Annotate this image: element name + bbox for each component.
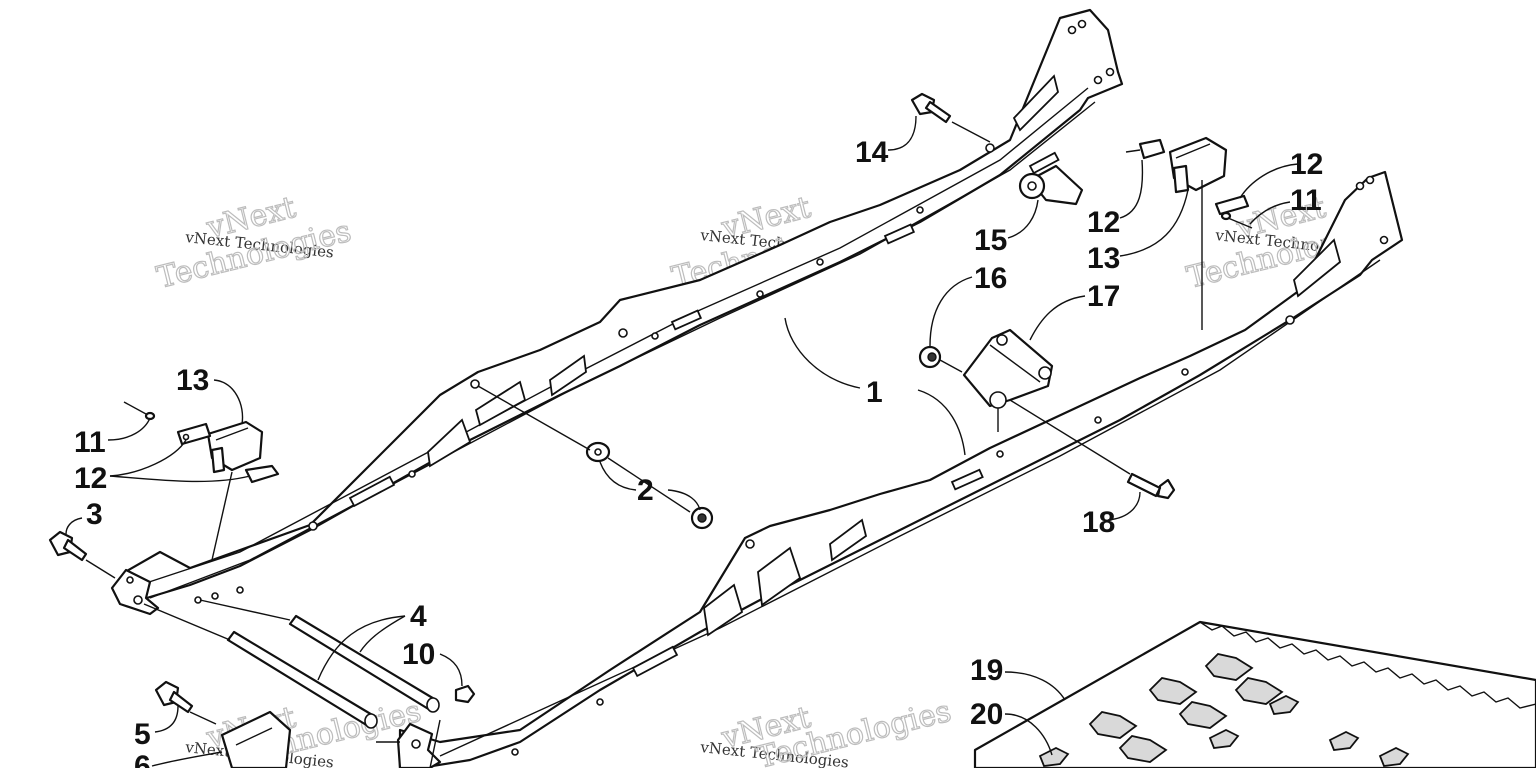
callout-6: 6 (134, 750, 151, 768)
callout-11-left: 11 (74, 426, 106, 459)
callout-5: 5 (134, 718, 151, 751)
cross-shaft-lower (226, 630, 378, 729)
pin-11b (1220, 211, 1253, 229)
callout-17: 17 (1087, 280, 1120, 313)
rail-end-cap-right (396, 722, 442, 768)
leader-lines (65, 115, 1299, 768)
washer-2a (585, 441, 611, 463)
clip-12a-lower (244, 464, 280, 484)
bolt-18 (1126, 472, 1176, 500)
clip-12a-upper (176, 422, 212, 446)
bumper-6 (220, 710, 292, 768)
callout-numbers: 1 2 3 4 5 6 10 11 12 13 14 15 16 17 18 1… (74, 136, 1323, 768)
callout-16: 16 (974, 262, 1007, 295)
callout-1: 1 (866, 376, 883, 409)
callout-18: 18 (1082, 506, 1115, 539)
cross-shaft-upper (288, 614, 440, 713)
spacer-15 (1018, 164, 1084, 206)
link-arm-17 (962, 328, 1054, 409)
callout-19: 19 (970, 654, 1003, 687)
callout-14: 14 (855, 136, 889, 169)
watermark-bottom-left: vNext vNext Technologies Technologies (184, 693, 426, 768)
callout-13-left: 13 (176, 364, 209, 397)
bolt-14 (910, 92, 952, 124)
bolt-5 (154, 680, 194, 714)
rail-upper (123, 8, 1124, 602)
bolt-3 (48, 530, 88, 562)
slider-clip-13b (1168, 136, 1228, 194)
nut-10 (454, 684, 476, 704)
washer-2b (690, 506, 714, 530)
pin-11a (123, 401, 156, 421)
rail-lower (400, 172, 1404, 768)
callout-2: 2 (637, 474, 654, 507)
bushing-16 (918, 345, 942, 369)
callout-12-right-lower: 12 (1087, 206, 1120, 239)
track-19 (973, 620, 1536, 768)
callout-15: 15 (974, 224, 1007, 257)
callout-4: 4 (410, 600, 427, 633)
callout-10: 10 (402, 638, 435, 671)
callout-12-right-upper: 12 (1290, 148, 1323, 181)
callout-13-right: 13 (1087, 242, 1120, 275)
watermark-bottom-center: vNext vNext Technologies Technologies (699, 693, 956, 768)
rail-end-cap-left (110, 568, 244, 616)
clip-12b (1125, 138, 1166, 160)
callout-11-right: 11 (1290, 184, 1322, 217)
clip-12c (1214, 194, 1250, 216)
callout-3: 3 (86, 498, 103, 531)
watermark-top-left: vNext vNext Technologies Technologies (153, 189, 355, 296)
callout-12-left: 12 (74, 462, 107, 495)
slider-clip-13a (206, 420, 264, 474)
callout-20: 20 (970, 698, 1003, 731)
